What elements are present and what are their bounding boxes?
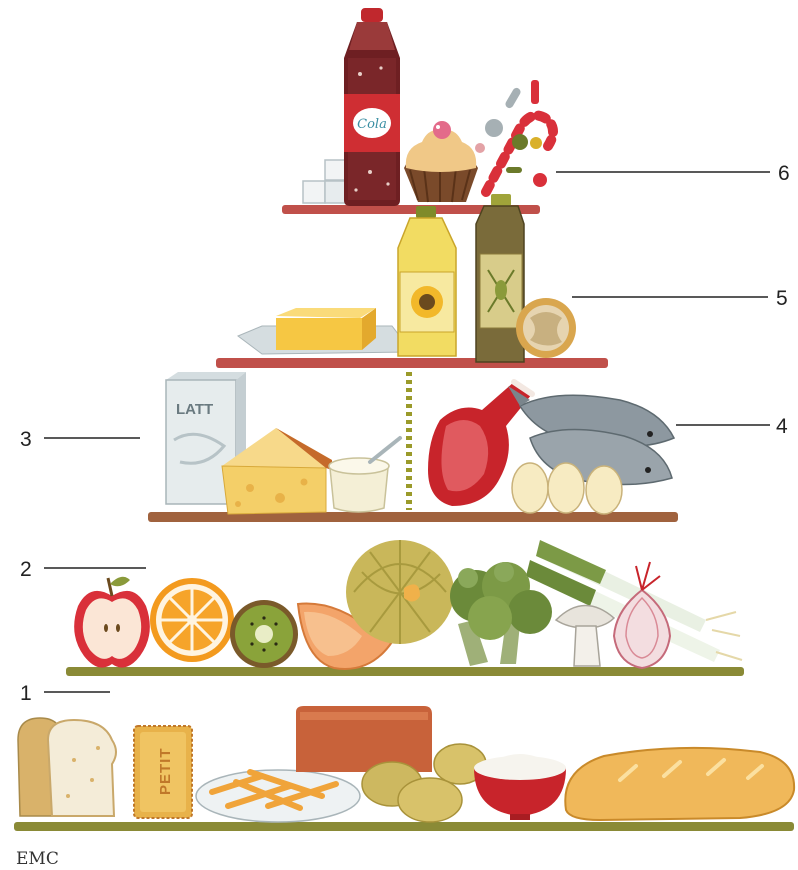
- level-6-label: 6: [778, 162, 790, 185]
- biscuit-text: PETIT: [157, 747, 174, 795]
- sugar-cubes-icon: [303, 160, 345, 203]
- artist-signature: EMC: [16, 849, 59, 869]
- mushroom-icon: [556, 605, 614, 666]
- kiwi-icon: [230, 600, 298, 668]
- apple-icon: [74, 577, 150, 668]
- level-1-label: 1: [20, 682, 32, 705]
- biscuit-icon: PETIT: [134, 726, 192, 818]
- walnut-icon: [516, 298, 576, 358]
- brown-loaf-icon: [296, 706, 432, 772]
- milk-carton-text: LATT: [176, 401, 213, 418]
- level-5-label: 5: [776, 287, 788, 310]
- shelf-1: [14, 822, 794, 831]
- onion-icon: [614, 562, 670, 668]
- candy-icon: [475, 80, 553, 192]
- olive-oil-icon: [476, 194, 524, 362]
- level-3-label: 3: [20, 428, 32, 451]
- baguette-icon: [565, 748, 794, 820]
- yogurt-icon: [329, 438, 400, 512]
- cupcake-icon: [404, 121, 478, 202]
- soda-label-text: Cola: [357, 117, 387, 132]
- orange-icon: [150, 578, 234, 662]
- butter-icon: [238, 308, 412, 354]
- soda-bottle-icon: Cola: [344, 8, 400, 206]
- eggs-icon: [512, 463, 622, 514]
- shelf-5: [216, 358, 608, 368]
- sliced-bread-icon: [18, 718, 116, 816]
- level-4-label: 4: [776, 415, 788, 438]
- fries-icon: [196, 770, 360, 822]
- rice-bowl-icon: [474, 754, 566, 820]
- level-2-label: 2: [20, 558, 32, 581]
- pumpkin-icon: [346, 540, 454, 644]
- sunflower-oil-icon: [398, 206, 456, 356]
